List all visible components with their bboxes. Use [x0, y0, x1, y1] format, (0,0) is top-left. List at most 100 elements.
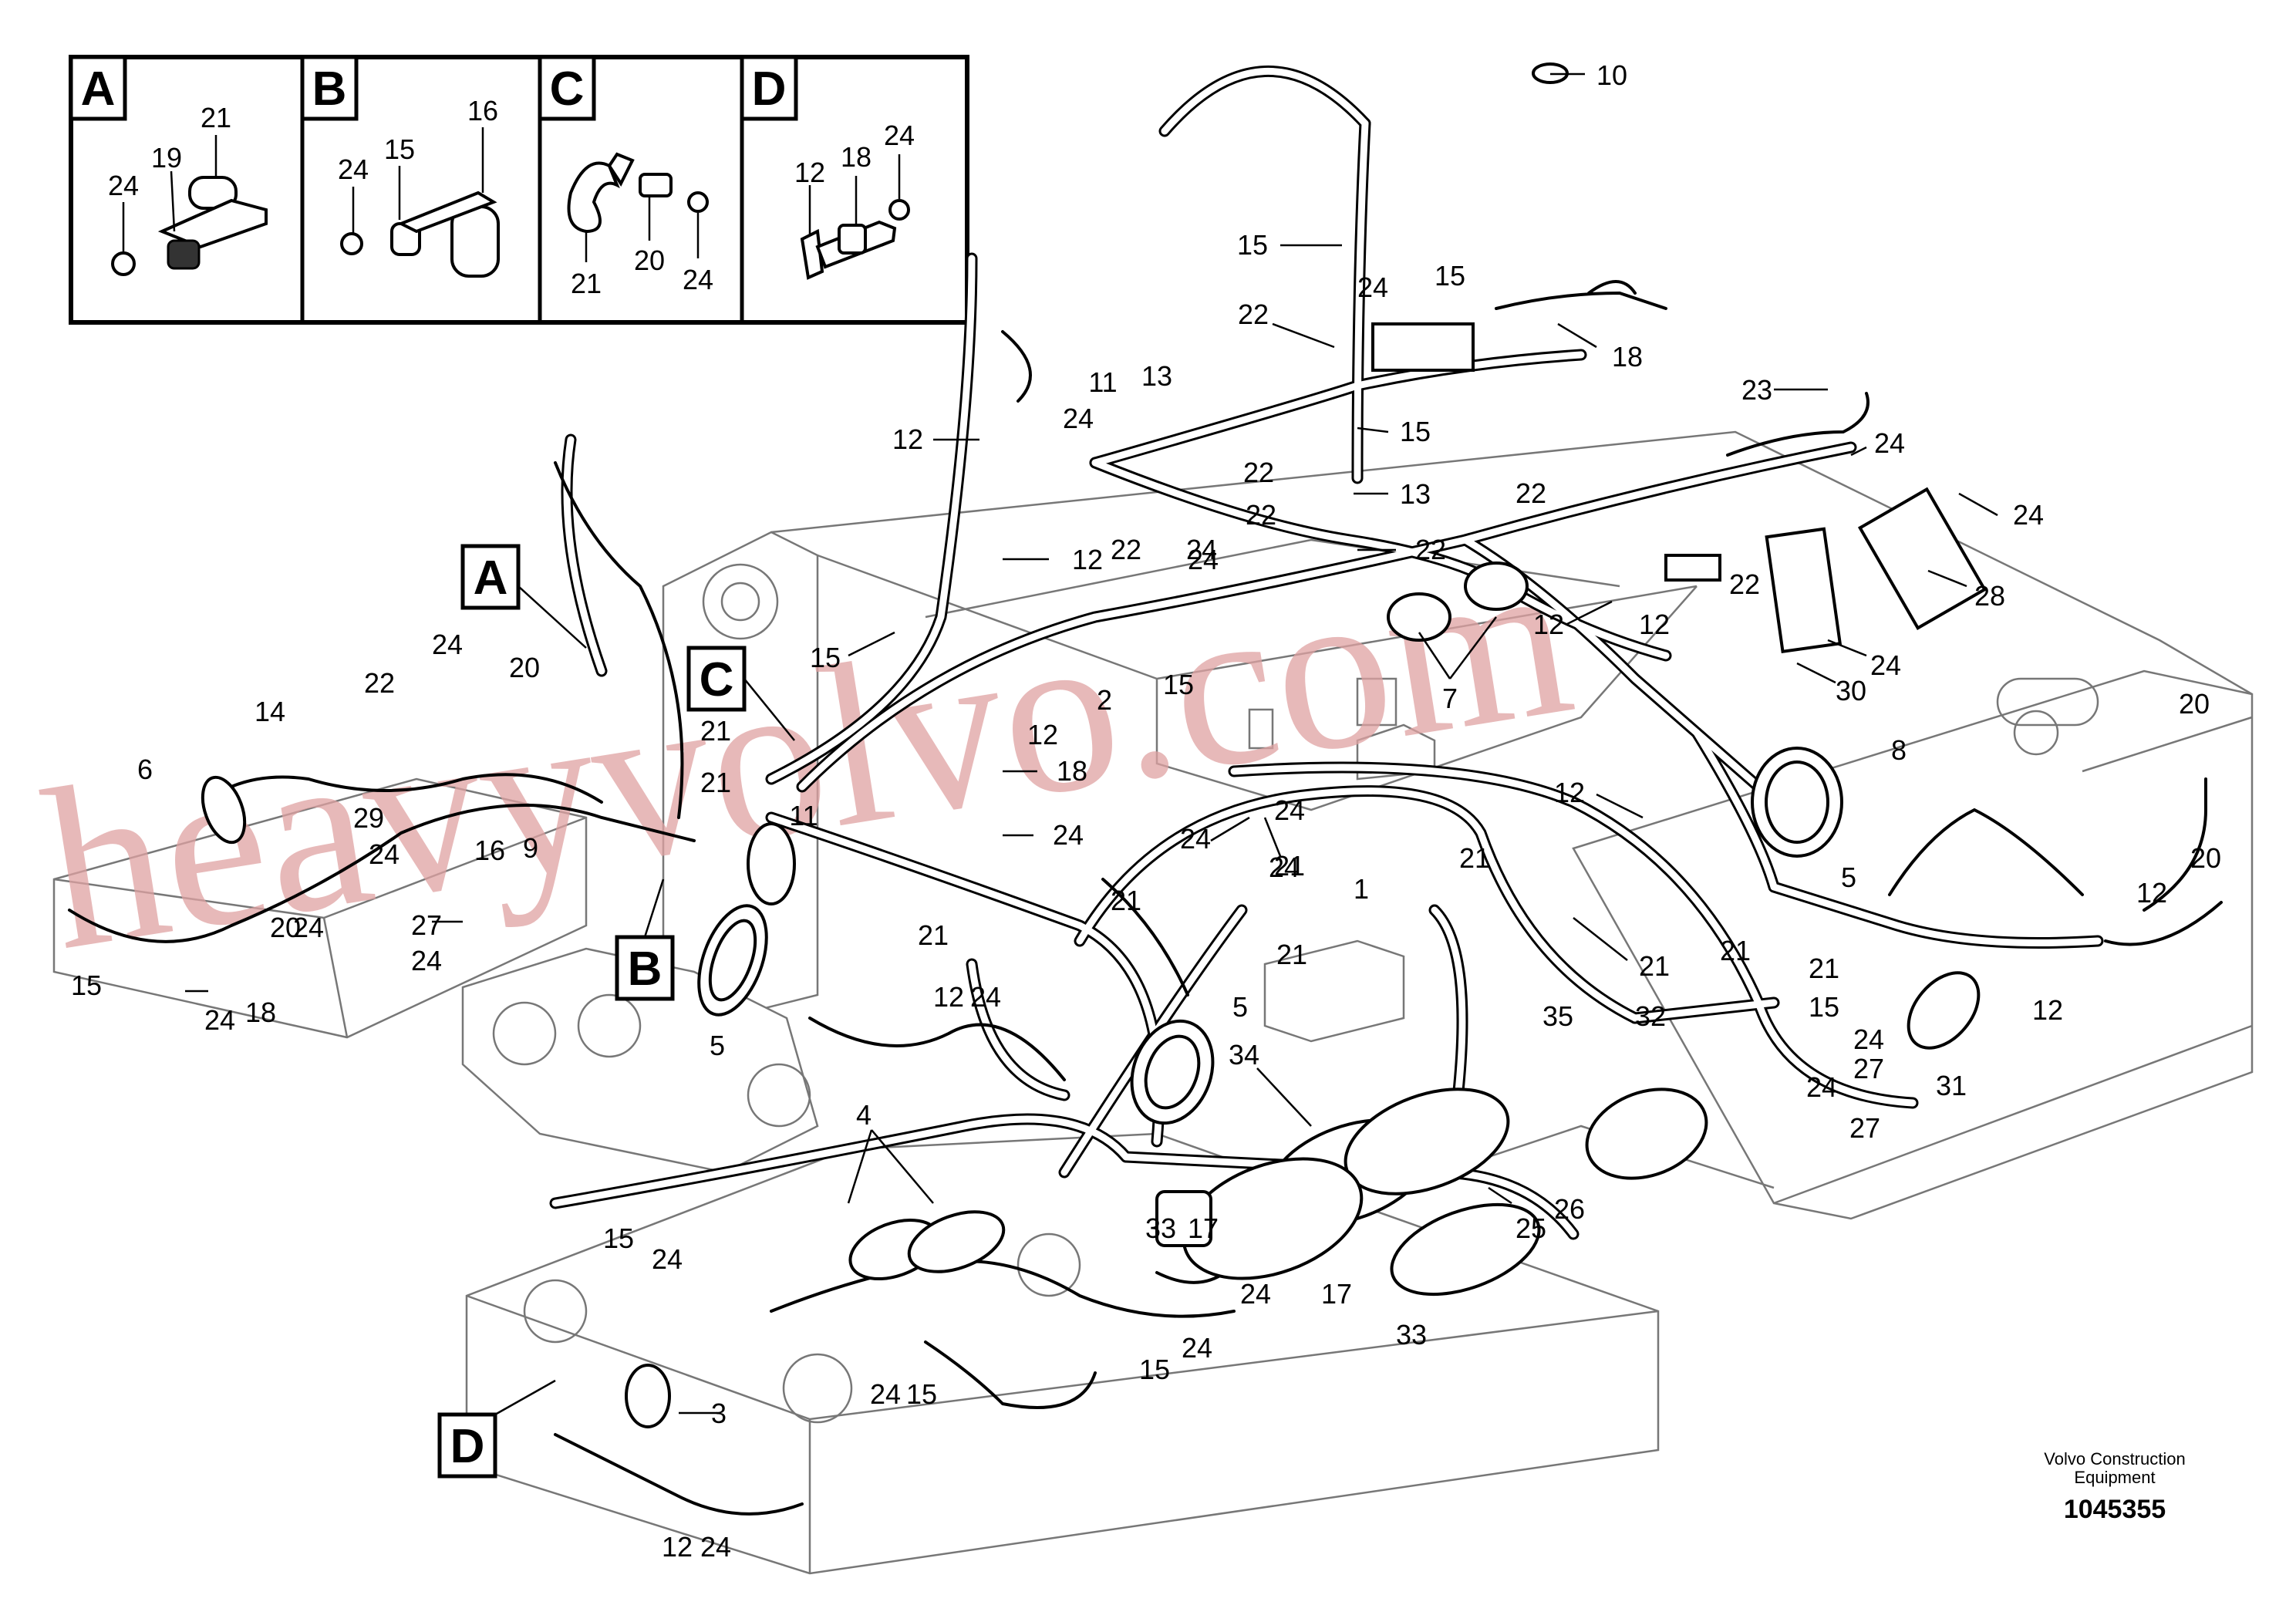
callout-label: 24 [293, 912, 324, 943]
callout-label: 15 [1237, 229, 1268, 261]
callout-label: 15 [603, 1222, 634, 1254]
callout-label: 28 [1974, 580, 2005, 612]
callout-label: 18 [1057, 755, 1087, 787]
callout-labels: 10 15 24 15 22 18 11 13 23 24 12 22 15 2… [71, 59, 2221, 1563]
callout-label: 21 [1809, 953, 1839, 984]
callout-label: 23 [1741, 374, 1772, 406]
callout-label: 12 [1533, 609, 1564, 640]
callout-label: 21 [918, 919, 949, 951]
callout-label: 24 [1063, 403, 1094, 434]
callout-label: 27 [1853, 1053, 1884, 1084]
detail-c: C 21 20 24 [538, 55, 713, 299]
callout-label: 24 [204, 1004, 235, 1036]
callout-label: 27 [411, 909, 442, 941]
callout-label: 33 [1145, 1212, 1176, 1244]
callout-label: 21 [1459, 842, 1490, 874]
callout-label: 15 [906, 1378, 937, 1410]
callout-label: 24 [1806, 1071, 1837, 1103]
callout-label: 24 [870, 1378, 901, 1410]
callout-label: 24 [1240, 1278, 1271, 1310]
callout-label: 12 [933, 981, 964, 1013]
callout-label: 24 [1269, 851, 1300, 883]
callout-label: 24 [1182, 1332, 1212, 1364]
callout-label: 12 [892, 423, 923, 455]
callout-label: 24 [432, 629, 463, 660]
detail-b-callout-24: 24 [338, 153, 369, 185]
callout-label: 26 [1554, 1193, 1585, 1225]
callout-label: 13 [1400, 478, 1431, 510]
detail-b: B 16 15 24 [300, 55, 500, 278]
callout-label: 16 [474, 835, 505, 866]
callout-label: 24 [1188, 544, 1219, 575]
part-number: 1045355 [2064, 1495, 2166, 1524]
callout-label: 15 [1163, 669, 1194, 700]
callout-label: 13 [1141, 360, 1172, 392]
callout-label: 27 [1849, 1112, 1880, 1144]
callout-label: 9 [523, 832, 538, 864]
view-marker-a: A [474, 551, 508, 605]
detail-c-callout-24: 24 [683, 264, 713, 295]
detail-b-callout-15: 15 [384, 133, 415, 165]
detail-a-letter: A [81, 62, 116, 116]
detail-d-letter: D [752, 62, 787, 116]
detail-c-callout-20: 20 [634, 244, 665, 276]
view-marker-d: D [450, 1420, 485, 1473]
callout-label: 24 [2013, 499, 2044, 531]
callout-label: 34 [1229, 1039, 1259, 1071]
callout-label: 24 [411, 945, 442, 976]
detail-a-callout-21: 21 [201, 102, 231, 133]
detail-a-callout-19: 19 [151, 142, 182, 174]
callout-label: 18 [245, 996, 276, 1028]
corporate-label: Volvo Construction Equipment 1045355 [2044, 1449, 2185, 1524]
callout-label: 20 [2179, 688, 2210, 720]
callout-label: 24 [1180, 823, 1211, 855]
callout-label: 15 [1400, 416, 1431, 447]
callout-label: 24 [1053, 819, 1084, 851]
callout-label: 15 [1435, 260, 1465, 292]
callout-label: 4 [856, 1099, 872, 1131]
callout-label: 17 [1188, 1212, 1219, 1244]
callout-label: 33 [1396, 1319, 1427, 1351]
callout-label: 24 [970, 981, 1001, 1013]
callout-label: 10 [1596, 59, 1627, 91]
callout-label: 21 [700, 767, 731, 798]
callout-label: 22 [1111, 534, 1141, 565]
callout-label: 6 [137, 754, 153, 785]
callout-label: 22 [1729, 568, 1760, 600]
callout-label: 11 [789, 800, 818, 831]
callout-label: 24 [1274, 794, 1305, 826]
callout-label: 22 [1246, 499, 1276, 531]
detail-a-callout-24: 24 [108, 170, 139, 201]
callout-label: 15 [1809, 991, 1839, 1023]
callout-label: 20 [2190, 842, 2221, 874]
callout-label: 22 [364, 667, 395, 699]
callout-label: 22 [1243, 457, 1274, 488]
callout-label: 32 [1635, 1000, 1666, 1032]
callout-label: 5 [1232, 991, 1248, 1023]
callout-label: 30 [1836, 675, 1866, 706]
callout-label: 2 [1097, 684, 1112, 716]
corp-line-1: Volvo Construction [2044, 1449, 2185, 1469]
callout-label: 24 [1357, 271, 1388, 303]
callout-label: 12 [1554, 777, 1585, 808]
detail-d-callout-12: 12 [794, 157, 825, 188]
callout-label: 15 [810, 642, 841, 673]
callout-label: 3 [711, 1398, 727, 1429]
callout-label: 22 [1238, 298, 1269, 330]
callout-label: 21 [1276, 939, 1307, 970]
callout-label: 21 [1720, 935, 1751, 966]
callout-label: 12 [2032, 994, 2063, 1026]
callout-label: 21 [1111, 885, 1141, 916]
detail-d-callout-24: 24 [884, 120, 915, 151]
callout-label: 12 [1639, 609, 1670, 640]
callout-label: 12 [1027, 719, 1058, 750]
callout-label: 21 [700, 715, 731, 747]
callout-label: 14 [255, 696, 285, 727]
callout-label: 12 [1072, 544, 1103, 575]
callout-label: 24 [700, 1531, 731, 1563]
detail-d: D 24 18 12 [740, 55, 915, 280]
callout-label: 5 [710, 1030, 725, 1061]
callout-label: 31 [1936, 1070, 1967, 1101]
callout-label: 35 [1542, 1000, 1573, 1032]
